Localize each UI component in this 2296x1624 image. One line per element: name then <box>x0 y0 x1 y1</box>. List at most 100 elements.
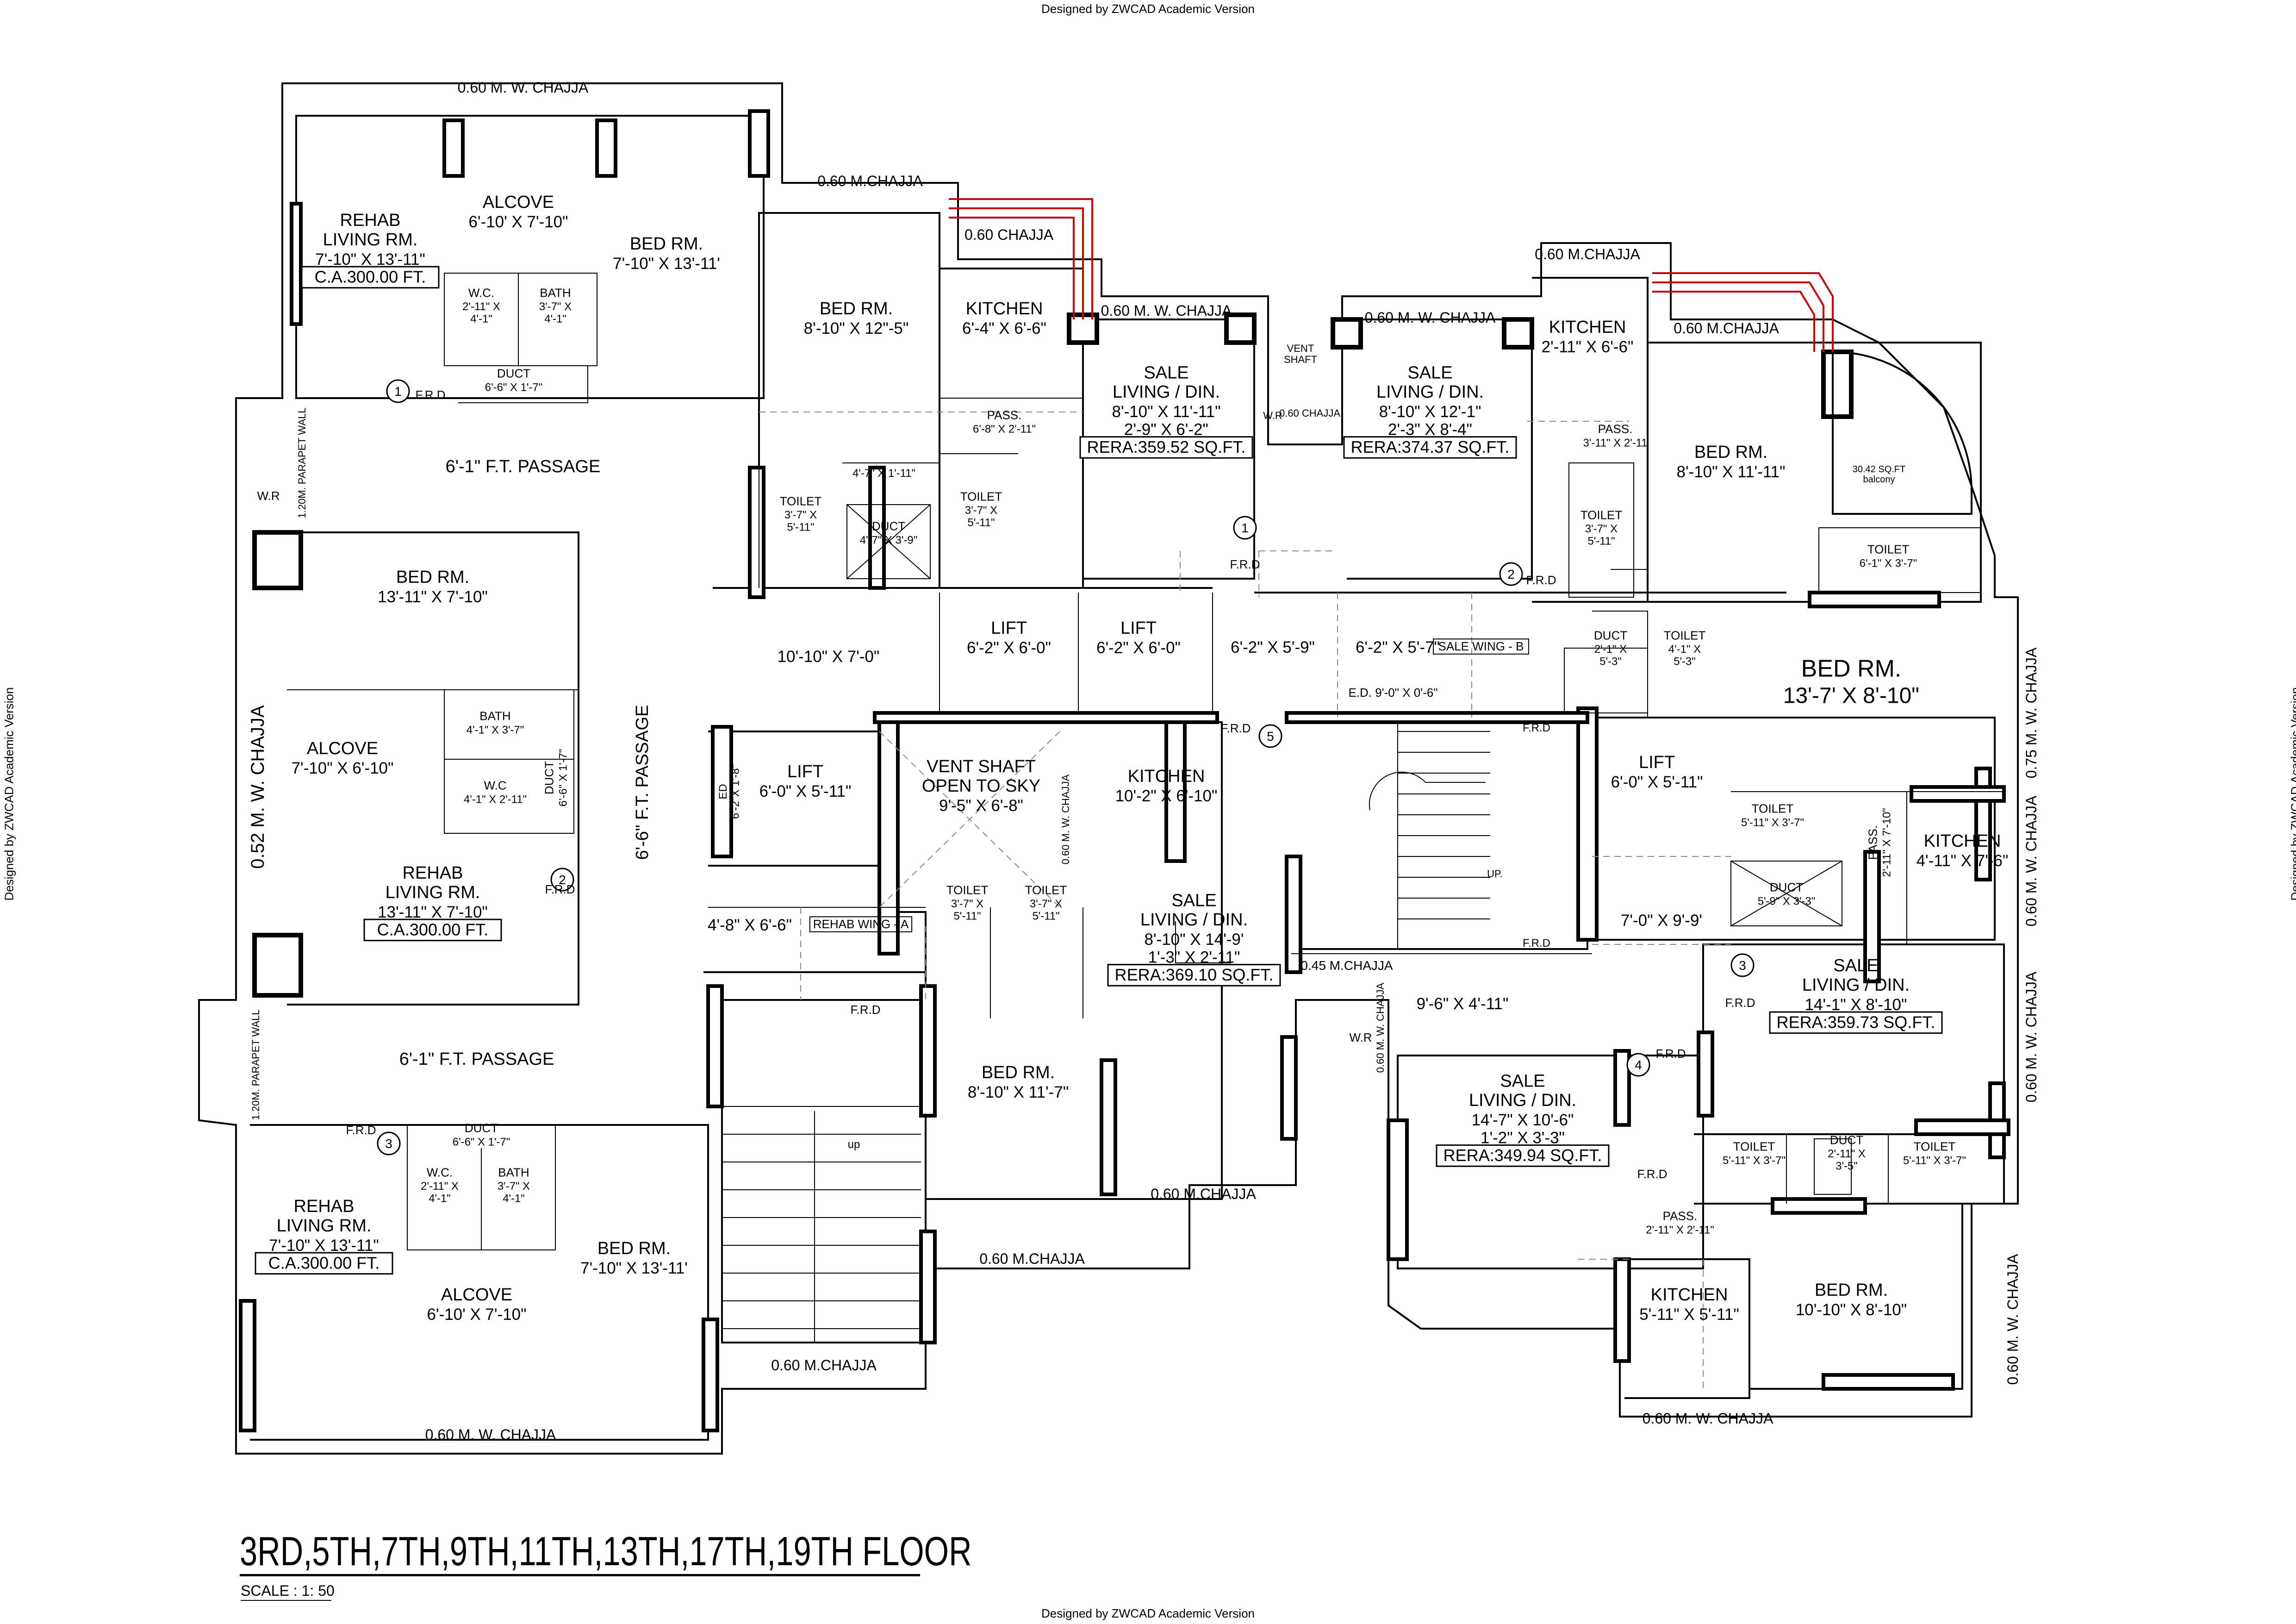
marker-circle <box>377 1131 401 1156</box>
room-text: 9'-6" X 4'-11" <box>1417 995 1509 1013</box>
room-text: 8'-10" X 12'-1" <box>1379 403 1481 421</box>
label-text: SHAFT <box>1284 354 1317 365</box>
room-text: TOILET <box>1025 883 1067 897</box>
label-text: 0.60 M.CHAJJA <box>979 1250 1085 1267</box>
room-text: LIVING / DIN. <box>1469 1091 1576 1110</box>
room-text: 6'-10' X 7'-10" <box>468 213 568 231</box>
windows <box>239 109 2010 1432</box>
window <box>1771 1197 1867 1215</box>
room-text: SALE <box>1833 956 1878 975</box>
room-text: 6'-1" F.T. PASSAGE <box>399 1049 554 1069</box>
room-text: BED RM. <box>396 568 469 587</box>
room-text: LIVING / DIN. <box>1140 910 1248 930</box>
room-text: 13'-7' X 8'-10" <box>1783 684 1919 708</box>
room-38: 4'-8" X 6'-6" <box>708 916 792 934</box>
room-text: 7'-10" X 13'-11" <box>315 250 425 269</box>
room-text: REHAB <box>340 211 401 230</box>
balcony <box>1832 350 1972 515</box>
room-text: 13'-11" X 7'-10" <box>378 903 488 921</box>
room-text: LIFT <box>1639 753 1675 772</box>
label-text: SALE WING - B <box>1438 639 1524 653</box>
room-text: 4'-1" X 3'-7" <box>467 724 524 736</box>
room-text: 6'-4" X 6'-6" <box>962 319 1046 337</box>
room-text: ALCOVE <box>441 1285 512 1305</box>
room-text: 10'-2" X 6'-10" <box>1115 787 1218 805</box>
label-text: F.R.D <box>416 388 446 402</box>
wall <box>1083 319 1255 580</box>
label-text: 30.42 SQ.FT <box>1853 464 1906 475</box>
interior-line <box>1611 569 1648 602</box>
room-text: 2'-9" X 6'-2" <box>1124 420 1208 438</box>
area-text: RERA:359.52 SQ.FT. <box>1087 437 1246 456</box>
room-text: TOILET <box>1733 1140 1775 1154</box>
room-4: W.C.2'-11" X4'-1" <box>462 286 500 325</box>
label-text: 1.20M. PARAPET WALL <box>296 407 308 518</box>
wall <box>250 1124 709 1441</box>
window <box>1910 785 2006 803</box>
red-line <box>1652 291 1815 352</box>
label-text: 0.60 M. W. CHAJJA <box>2004 1254 2021 1385</box>
label-text: W.R <box>1349 1031 1372 1044</box>
label-text: 0.60 M.CHAJJA <box>771 1357 877 1374</box>
label-text: 0.60 M. W. CHAJJA <box>458 79 589 96</box>
wall <box>1592 717 1996 941</box>
room-text: 6'-2" X 6'-0" <box>967 639 1051 657</box>
window <box>711 725 733 858</box>
room-text: 5'-11" X 5'-11" <box>1639 1305 1739 1324</box>
label-20: 0.60 M.CHAJJA <box>771 1357 877 1374</box>
room-text: 3'-7" X <box>965 504 997 517</box>
window <box>748 466 765 599</box>
column <box>1331 317 1363 350</box>
marker-number: 5 <box>1267 729 1274 743</box>
room-7: 6'-1" F.T. PASSAGE <box>446 457 601 476</box>
room-text: 4'-8" X 6'-6" <box>708 916 792 934</box>
label-17: 1.20M. PARAPET WALL <box>250 1009 261 1120</box>
marker-circle <box>550 868 574 892</box>
label-9: 0.60 M.CHAJJA <box>1535 246 1640 262</box>
room-text: OPEN TO SKY <box>922 776 1040 796</box>
room-text: DUCT <box>465 1121 498 1135</box>
label-text: REHAB WING - A <box>813 917 909 931</box>
label-text: F.R.D <box>1523 937 1550 949</box>
window <box>1100 1058 1117 1196</box>
room-42: BED RM.8'-10" X 11'-7" <box>968 1063 1069 1101</box>
room-11: W.C4'-1" X 2'-11" <box>464 779 527 806</box>
marker-number: 3 <box>385 1137 392 1151</box>
label-text: 0.60 M. W. CHAJJA <box>1643 1410 1773 1427</box>
column <box>252 933 303 998</box>
room-text: 5'-11" X 3'-7" <box>1741 816 1804 829</box>
label-text: 0.52 M. W. CHAJJA <box>248 705 268 869</box>
room-text: LIFT <box>787 762 823 781</box>
room-text: 4'-1" X <box>1668 643 1701 656</box>
drawing-scale: SCALE : 1: 50 <box>241 1582 335 1599</box>
label-28: F.R.D <box>1523 722 1550 734</box>
column <box>252 530 303 590</box>
interior-line <box>842 462 940 588</box>
marker-5: 2 <box>1499 562 1523 586</box>
window <box>919 1230 937 1344</box>
label-42: 0.60 M. W. CHAJJA <box>2023 795 2040 926</box>
room-text: 3'-7" X <box>1585 523 1618 535</box>
room-text: DUCT <box>497 367 530 381</box>
room-text: 7'-10" X 6'-10" <box>292 759 394 777</box>
area-box <box>1769 1011 1943 1034</box>
room-text: 7'-10" X 13'-11' <box>613 255 720 273</box>
room-text: 5'-11" <box>1032 910 1059 922</box>
room-text: PASS. <box>987 408 1022 422</box>
room-text: 4'-1" X 2'-11" <box>464 793 527 806</box>
label-box <box>1433 638 1529 655</box>
